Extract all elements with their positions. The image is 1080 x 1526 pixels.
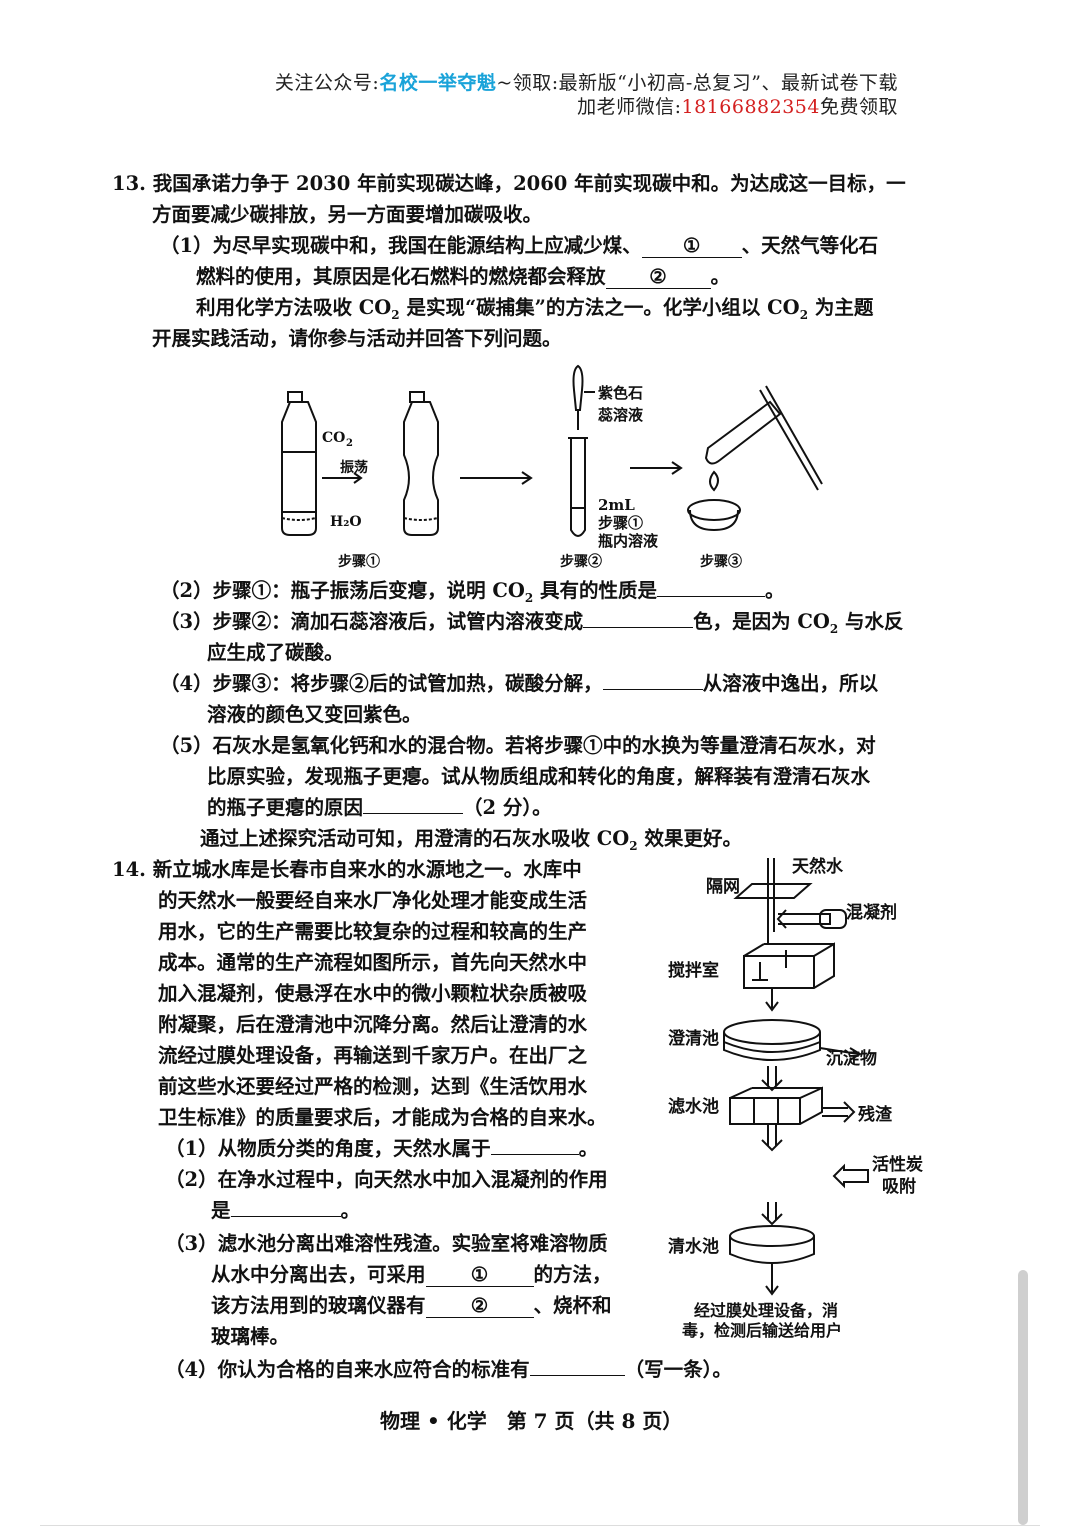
stirring-room [743, 942, 835, 989]
dropper [572, 364, 584, 411]
q13-mid-line1: 利用化学方法吸收 CO2 是实现“碳捕集”的方法之一。化学小组以 CO2 为主题 [196, 296, 874, 322]
filter-pool [729, 1086, 823, 1125]
q13-part5-line2: 比原实验，发现瓶子更瘪。试从物质组成和转化的角度，解释装有澄清石灰水 [207, 765, 871, 788]
q14-line6: 附凝聚，后在澄清池中沉降分离。然后让澄清的水 [158, 1013, 588, 1036]
svg-text:清水池: 清水池 [668, 1236, 719, 1257]
flame [709, 470, 719, 492]
heated-test-tube [704, 400, 782, 465]
q14-line3: 用水，它的生产需要比较复杂的过程和较高的生产 [158, 920, 588, 943]
q13-part1-line1: （1）为尽早实现碳中和，我国在能源结构上应减少煤、①、天然气等化石 [160, 234, 879, 258]
answer-blank[interactable]: ② [605, 266, 711, 289]
svg-text:天然水: 天然水 [792, 856, 844, 877]
answer-blank[interactable]: ① [641, 235, 742, 258]
answer-blank[interactable] [230, 1216, 341, 1217]
q14-part3-line4: 玻璃棒。 [211, 1325, 290, 1348]
svg-text:步骤①: 步骤① [598, 514, 643, 532]
answer-blank[interactable]: ① [425, 1264, 534, 1287]
q14-line8: 前这些水还要经过严格的检测，达到《生活饮用水 [158, 1075, 588, 1098]
svg-text:隔网: 隔网 [706, 877, 740, 897]
svg-text:沉淀物: 沉淀物 [826, 1048, 877, 1069]
q13-part5-line1: （5）石灰水是氢氧化钙和水的混合物。若将步骤①中的水换为等量澄清石灰水，对 [160, 734, 876, 757]
svg-text:2: 2 [346, 438, 353, 449]
svg-text:CO: CO [322, 430, 345, 446]
svg-text:搅拌室: 搅拌室 [668, 960, 719, 981]
q14-part4: （4）你认为合格的自来水应符合的标准有（写一条）。 [165, 1358, 732, 1381]
q13-part2: （2）步骤①：瓶子振荡后变瘪，说明 CO2 具有的性质是。 [160, 579, 785, 605]
clarifier-pool [723, 1019, 821, 1045]
svg-text:蕊溶液: 蕊溶液 [598, 406, 644, 424]
svg-text:紫色石: 紫色石 [598, 384, 643, 402]
svg-text:澄清池: 澄清池 [668, 1028, 719, 1049]
q13-intro-line2: 方面要减少碳排放，另一方面要增加碳吸收。 [152, 203, 543, 226]
promo-line-2: 加老师微信:18166882354免费领取 [577, 96, 898, 118]
svg-text:活性炭: 活性炭 [872, 1154, 923, 1175]
co2-experiment-figure: CO 2 振荡 H₂O 紫色石 蕊溶液 2mL 步骤① 瓶内溶液 步骤① 步骤②… [281, 364, 823, 570]
answer-blank[interactable] [529, 1375, 625, 1376]
q14-line9: 卫生标准》的质量要求后，才能成为合格的自来水。 [158, 1106, 607, 1129]
coagulant-feed [778, 913, 831, 925]
q13-mid-line2: 开展实践活动，请你参与活动并回答下列问题。 [152, 327, 562, 350]
alcohol-lamp [687, 499, 741, 521]
mesh-screen [733, 883, 813, 899]
q14-line5: 加入混凝剂，使悬浮在水中的微小颗粒状杂质被吸 [158, 982, 588, 1005]
q14-part1: （1）从物质分类的角度，天然水属于。 [165, 1137, 599, 1160]
answer-blank[interactable] [602, 689, 703, 690]
svg-text:步骤①: 步骤① [338, 553, 380, 570]
svg-text:滤水池: 滤水池 [668, 1096, 719, 1117]
svg-text:步骤③: 步骤③ [700, 553, 742, 570]
svg-text:毒，检测后输送给用户: 毒，检测后输送给用户 [682, 1321, 842, 1340]
answer-blank[interactable]: ② [425, 1295, 534, 1318]
scrollbar[interactable] [1018, 1270, 1028, 1525]
answer-blank[interactable] [363, 813, 464, 814]
q13-part3-line1: （3）步骤②：滴加石蕊溶液后，试管内溶液变成色，是因为 CO2 与水反 [160, 610, 904, 636]
q14-line2: 的天然水一般要经自来水厂净化处理才能变成生活 [158, 889, 588, 912]
clear-water-pool [729, 1225, 815, 1247]
q14-part2-line1: （2）在净水过程中，向天然水中加入混凝剂的作用 [165, 1168, 608, 1191]
water-treatment-figure: 天然水 隔网 混凝剂 搅拌室 澄清池 沉淀物 滤水池 残渣 活性炭 吸附 清水池… [668, 856, 923, 1340]
q13-conclusion: 通过上述探究活动可知，用澄清的石灰水吸收 CO2 效果更好。 [200, 827, 742, 853]
q14-part2-line2: 是。 [211, 1199, 361, 1222]
test-tube [570, 438, 586, 537]
page-footer: 物理 • 化学 第 7 页（共 8 页） [380, 1409, 683, 1433]
plastic-bottle-2 [403, 401, 439, 536]
svg-text:残渣: 残渣 [858, 1104, 893, 1125]
q13-part4-line1: （4）步骤③：将步骤②后的试管加热，碳酸分解，从溶液中逸出，所以 [160, 672, 879, 695]
q13-intro-line1: 13. 我国承诺力争于 2030 年前实现碳达峰，2060 年前实现碳中和。为达… [112, 172, 906, 195]
phone-number: 18166882354 [681, 96, 820, 118]
test-tube-holder [759, 389, 819, 491]
bottle-cap [287, 391, 303, 403]
q14-line4: 成本。通常的生产流程如图所示，首先向天然水中 [158, 951, 588, 974]
q13-part5-line3: 的瓶子更瘪的原因（2 分）。 [207, 796, 552, 819]
q14-line7: 流经过膜处理设备，再输送到千家万户。在出厂之 [158, 1044, 588, 1067]
answer-blank[interactable] [657, 596, 766, 597]
svg-text:2mL: 2mL [598, 496, 635, 514]
q14-line1: 14. 新立城水库是长春市自来水的水源地之一。水库中 [112, 858, 582, 881]
brand-name: 名校一举夺魁 [379, 72, 497, 94]
answer-blank[interactable] [490, 1154, 579, 1155]
promo-line-1: 关注公众号:名校一举夺魁~领取:最新版“小初高-总复习”、最新试卷下载 [274, 72, 898, 94]
svg-text:混凝剂: 混凝剂 [846, 902, 897, 923]
svg-text:H₂O: H₂O [330, 514, 362, 530]
svg-text:步骤②: 步骤② [560, 553, 602, 570]
svg-text:瓶内溶液: 瓶内溶液 [598, 532, 659, 550]
plastic-bottle-1 [281, 401, 317, 536]
answer-blank[interactable] [583, 627, 694, 628]
q13-part4-line2: 溶液的颜色又变回紫色。 [207, 703, 422, 726]
svg-text:经过膜处理设备，消: 经过膜处理设备，消 [694, 1301, 838, 1320]
carbon-arrow [832, 1163, 869, 1189]
q13-part3-line2: 应生成了碳酸。 [207, 641, 344, 664]
svg-text:吸附: 吸附 [882, 1176, 916, 1197]
q14-part3-line1: （3）滤水池分离出难溶性残渣。实验室将难溶物质 [165, 1232, 608, 1255]
svg-text:振荡: 振荡 [340, 459, 368, 476]
